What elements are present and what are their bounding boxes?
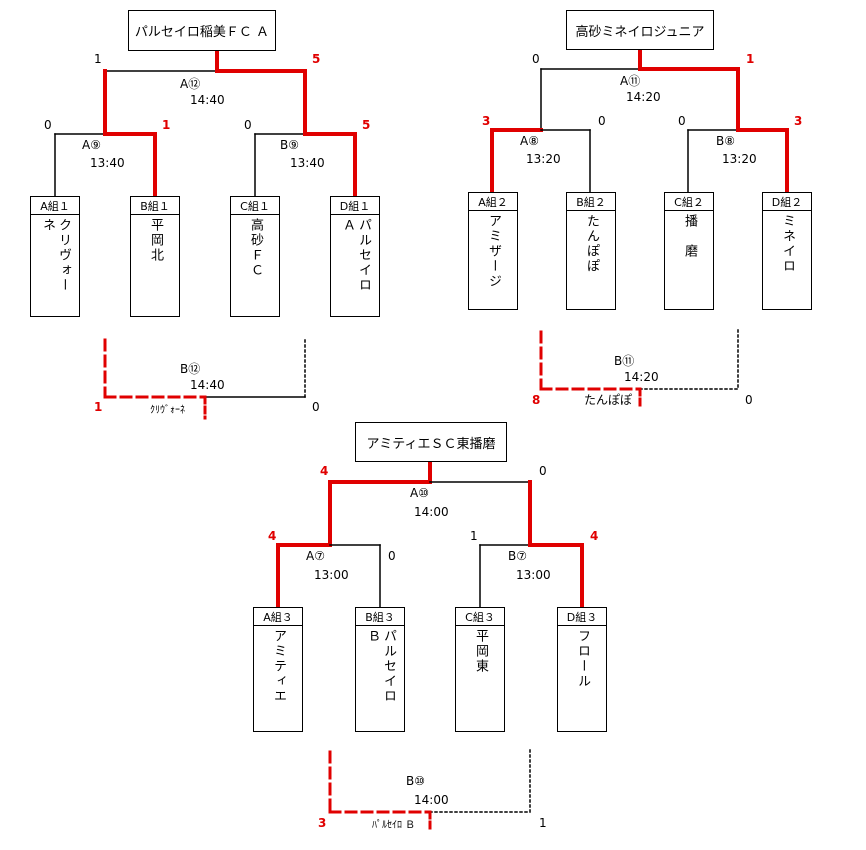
b3-consolation-winner: ﾊﾟﾙｾｲﾛ Ｂ <box>372 820 416 831</box>
bracket-3-lines <box>276 460 584 834</box>
team-name: パルセイロＡ <box>340 218 371 293</box>
b1-semi-right-time: 13:40 <box>290 156 325 170</box>
b2-semi-left-score-left: 3 <box>482 114 491 128</box>
b1-semi-left-score-right: 1 <box>162 118 171 132</box>
group-label: C組３ <box>456 608 504 626</box>
b3-semi-right-score-left: 1 <box>470 529 478 543</box>
bracket-1-title: パルセイロ稲美ＦＣ Ａ <box>128 10 276 51</box>
b3-final-time: 14:00 <box>414 505 449 519</box>
b3-semi-right-match: B⑦ <box>508 549 527 563</box>
b3-semi-right-score-right: 4 <box>590 529 599 543</box>
b1-semi-left-score-left: 0 <box>44 118 52 132</box>
b3-consolation-score-right: 1 <box>539 816 547 830</box>
b2-semi-left-time: 13:20 <box>526 152 561 166</box>
group-label: C組１ <box>231 197 279 215</box>
b1-semi-right-score-right: 5 <box>362 118 371 132</box>
b1-consolation-score-right: 0 <box>312 400 320 414</box>
team-name: 高砂ＦＣ <box>248 218 263 278</box>
b3-consolation-match: B⑩ <box>406 774 425 788</box>
b1-semi-left-match: A⑨ <box>82 138 101 152</box>
b3-semi-left-time: 13:00 <box>314 568 349 582</box>
group-label: D組２ <box>763 193 811 211</box>
b1-consolation-match: B⑫ <box>180 362 201 376</box>
team-box: B組２ たんぽぽ <box>566 192 616 310</box>
b3-semi-left-match: A⑦ <box>306 549 325 563</box>
team-box: A組２ アミザージ <box>468 192 518 310</box>
team-name: アミティエ <box>271 629 286 704</box>
team-box: C組３ 平岡東 <box>455 607 505 732</box>
bracket-2-lines <box>490 48 789 411</box>
b2-final-score-right: 1 <box>746 52 755 66</box>
b3-final-match: A⑩ <box>410 486 429 500</box>
b1-final-score-left: 1 <box>94 52 102 66</box>
team-box: B組３ パルセイロＢ <box>355 607 405 732</box>
b2-consolation-match: B⑪ <box>614 354 635 368</box>
group-label: B組１ <box>131 197 179 215</box>
b1-semi-left-time: 13:40 <box>90 156 125 170</box>
team-name: フロール <box>575 629 590 689</box>
b1-semi-right-score-left: 0 <box>244 118 252 132</box>
team-name: パルセイロＢ <box>365 629 396 704</box>
team-box: A組３ アミティエ <box>253 607 303 732</box>
team-box: C組１ 高砂ＦＣ <box>230 196 280 317</box>
b3-semi-left-score-left: 4 <box>268 529 277 543</box>
bracket-3-title: アミティエＳＣ東播磨 <box>355 422 507 462</box>
team-name: アミザージ <box>486 214 501 289</box>
group-label: D組３ <box>558 608 606 626</box>
b2-consolation-time: 14:20 <box>624 370 659 384</box>
b3-semi-left-score-right: 0 <box>388 549 396 563</box>
b3-final-score-right: 0 <box>539 464 547 478</box>
b1-final-match: A⑫ <box>180 77 201 91</box>
team-name: 平岡東 <box>473 629 488 674</box>
b2-final-time: 14:20 <box>626 90 661 104</box>
b2-final-score-left: 0 <box>532 52 540 66</box>
group-label: A組２ <box>469 193 517 211</box>
group-label: D組１ <box>331 197 379 215</box>
b2-consolation-score-left: 8 <box>532 393 541 407</box>
team-box: B組１ 平岡北 <box>130 196 180 317</box>
b1-consolation-score-left: 1 <box>94 400 103 414</box>
team-name: たんぽぽ <box>584 214 599 274</box>
group-label: A組１ <box>31 197 79 215</box>
b1-semi-right-match: B⑨ <box>280 138 299 152</box>
b2-semi-right-score-left: 0 <box>678 114 686 128</box>
team-box: D組２ ミネイロ <box>762 192 812 310</box>
b2-semi-left-score-right: 0 <box>598 114 606 128</box>
b3-semi-right-time: 13:00 <box>516 568 551 582</box>
b2-semi-right-match: B⑧ <box>716 134 735 148</box>
team-box: D組１ パルセイロＡ <box>330 196 380 317</box>
bracket-1-lines <box>54 51 357 420</box>
group-label: B組２ <box>567 193 615 211</box>
team-name: 平岡北 <box>148 218 163 263</box>
team-box: D組３ フロール <box>557 607 607 732</box>
b2-consolation-winner: たんぽぽ <box>584 393 633 407</box>
team-box: C組２ 播 磨 <box>664 192 714 310</box>
b3-final-score-left: 4 <box>320 464 329 478</box>
team-name: 播 磨 <box>682 214 697 259</box>
b2-final-match: A⑪ <box>620 74 641 88</box>
bracket-2-title: 高砂ミネイロジュニア <box>566 10 714 50</box>
b2-semi-right-time: 13:20 <box>722 152 757 166</box>
b2-semi-right-score-right: 3 <box>794 114 803 128</box>
team-box: A組１ クリヴォーネ <box>30 196 80 317</box>
group-label: C組２ <box>665 193 713 211</box>
b1-consolation-winner: ｸﾘｳﾞｫｰﾈ <box>150 405 185 416</box>
b3-consolation-time: 14:00 <box>414 793 449 807</box>
b1-final-time: 14:40 <box>190 93 225 107</box>
b3-consolation-score-left: 3 <box>318 816 327 830</box>
b2-consolation-score-right: 0 <box>745 393 753 407</box>
b2-semi-left-match: A⑧ <box>520 134 539 148</box>
team-name: ミネイロ <box>780 214 795 274</box>
group-label: B組３ <box>356 608 404 626</box>
team-name: クリヴォーネ <box>40 218 71 293</box>
group-label: A組３ <box>254 608 302 626</box>
b1-consolation-time: 14:40 <box>190 378 225 392</box>
b1-final-score-right: 5 <box>312 52 321 66</box>
